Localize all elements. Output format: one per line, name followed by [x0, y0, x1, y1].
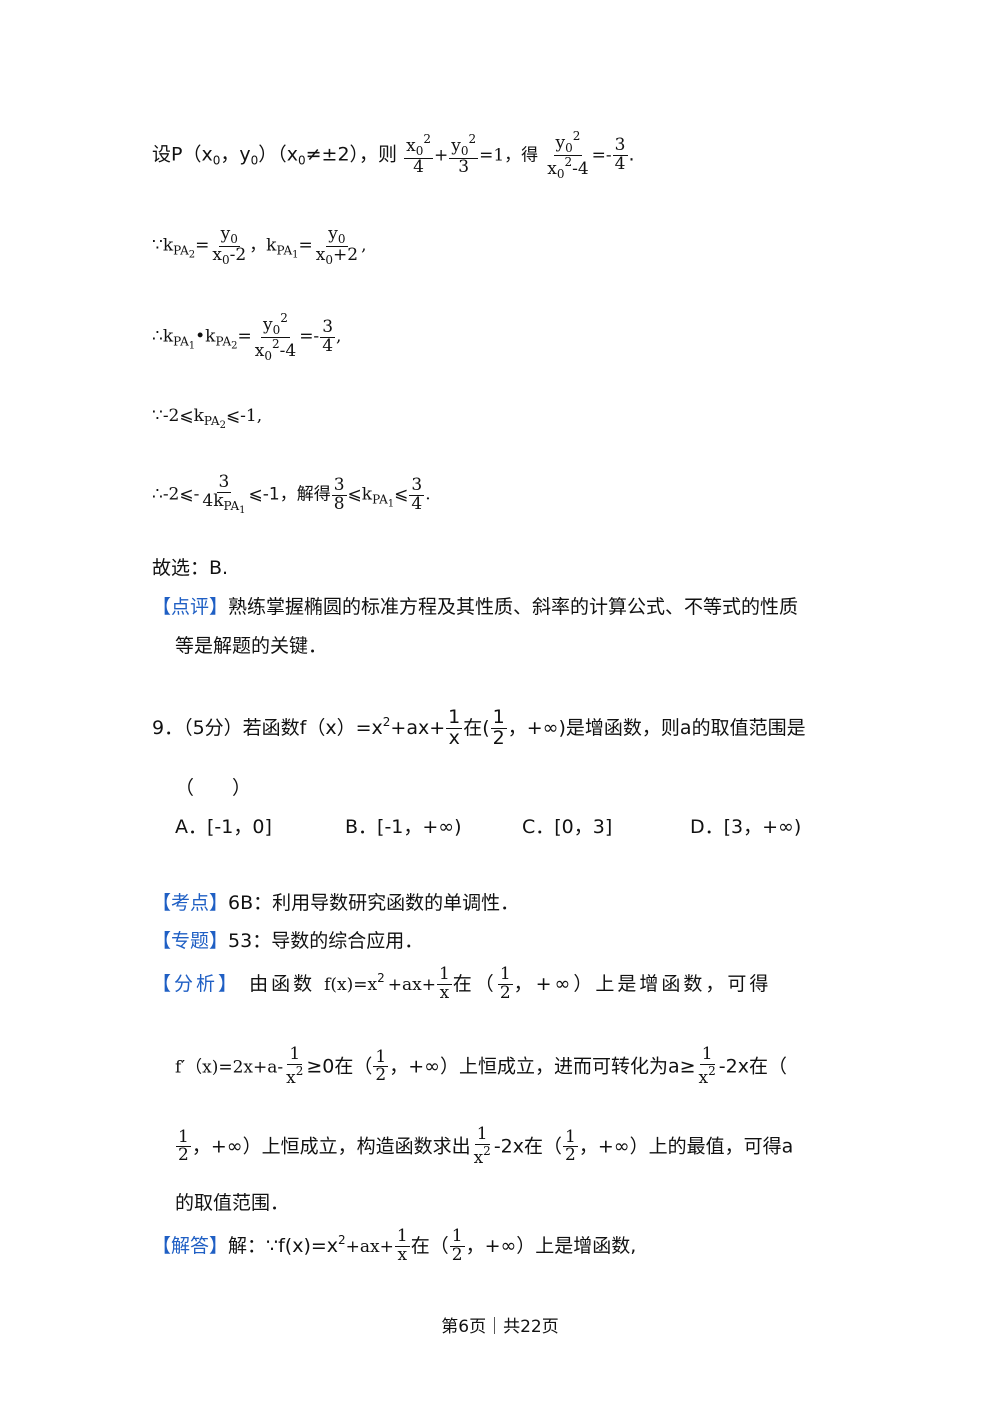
question-9-paren: （ ） [175, 777, 252, 799]
option-d: D．[3，+∞) [690, 816, 802, 838]
kaodian-line: 【考点】6B：利用导数研究函数的单调性． [152, 892, 520, 914]
review-paragraph: 【点评】熟练掌握椭圆的标准方程及其性质、斜率的计算公式、不等式的性质 [152, 596, 799, 618]
answer-choice: 故选：B. [152, 557, 229, 579]
fenxi-line-4: 的取值范围． [175, 1192, 290, 1214]
option-a: A．[-1，0] [175, 816, 272, 838]
page-footer: 第6页｜共22页 [441, 1317, 559, 1337]
option-c: C．[0，3] [522, 816, 613, 838]
zhuanti-line: 【专题】53：导数的综合应用． [152, 930, 424, 952]
review-tag: 【点评】 [152, 596, 229, 618]
review-paragraph-cont: 等是解题的关键． [175, 635, 328, 657]
derivation-line-4: ∵-2⩽kPA2⩽-1, [152, 406, 263, 431]
option-b: B．[-1，+∞) [345, 816, 462, 838]
